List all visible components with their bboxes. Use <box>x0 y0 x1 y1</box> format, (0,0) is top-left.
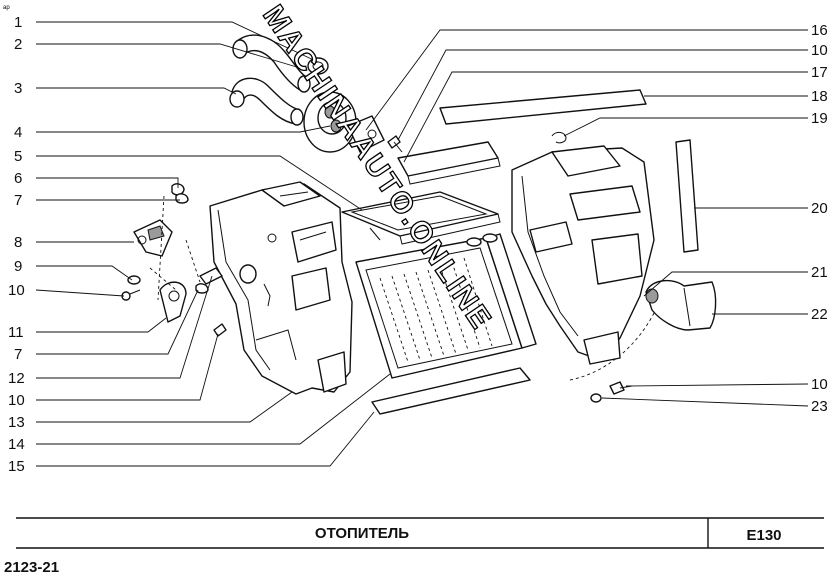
callout-15: 15 <box>8 458 25 475</box>
callout-18: 18 <box>811 88 828 105</box>
callout-2: 2 <box>14 36 22 53</box>
lever-part-8 <box>133 219 173 257</box>
callout-10: 10 <box>8 282 25 299</box>
sector-part-11 <box>159 281 187 323</box>
callout-6: 6 <box>14 170 22 187</box>
callout-14: 14 <box>8 436 25 453</box>
model-code: 2123-21 <box>4 559 59 576</box>
top-flap-part-5 <box>341 191 501 245</box>
title-block: ОТОПИТЕЛЬ Е130 2123-21 <box>4 517 824 576</box>
clip-part-19 <box>551 131 567 144</box>
seal-strip-part-20 <box>675 139 699 253</box>
heater-housing-right-part-21 <box>511 145 655 365</box>
callout-20: 20 <box>811 200 828 217</box>
screw-part-10-mid <box>213 323 227 337</box>
washer-part-23 <box>590 393 602 403</box>
clamp-part-1 <box>307 57 329 75</box>
callout-10-lower: 10 <box>8 392 25 409</box>
callout-17: 17 <box>811 64 828 81</box>
radiator-part-14 <box>355 233 537 379</box>
hose-part-3 <box>229 77 304 126</box>
seal-part-15 <box>371 367 531 415</box>
callout-1: 1 <box>14 14 22 31</box>
callout-7: 7 <box>14 192 22 209</box>
callout-21: 21 <box>811 264 828 281</box>
callout-10-right-top: 10 <box>811 42 828 59</box>
callout-16: 16 <box>811 22 828 39</box>
leader-lines <box>35 21 809 467</box>
seal-strip-part-18 <box>439 89 647 125</box>
callout-10-right: 10 <box>811 376 828 393</box>
callout-12: 12 <box>8 370 25 387</box>
flap-part-17 <box>397 141 501 185</box>
callout-22: 22 <box>811 306 828 323</box>
callout-11: 11 <box>8 324 24 341</box>
callout-8: 8 <box>14 234 22 251</box>
callout-4: 4 <box>14 124 22 141</box>
sheet-title: ОТОПИТЕЛЬ <box>315 525 409 542</box>
lever-part-12 <box>199 267 223 285</box>
heater-tap-flange-part-4 <box>303 91 385 153</box>
heater-housing-left-part-13 <box>209 181 353 395</box>
callouts-left: 1 2 3 4 5 6 7 8 9 10 11 7 12 10 13 14 15 <box>8 14 25 475</box>
callout-3: 3 <box>14 80 22 97</box>
clip-part-7-lower <box>195 283 209 294</box>
clip-part-7-top <box>175 193 189 204</box>
washer-part-9 <box>127 275 141 285</box>
outlet-part-22 <box>645 279 717 331</box>
callout-5: 5 <box>14 148 22 165</box>
callout-7-lower: 7 <box>14 346 22 363</box>
callout-9: 9 <box>14 258 22 275</box>
callout-13: 13 <box>8 414 25 431</box>
section-code: Е130 <box>746 527 781 544</box>
screw-part-10-right <box>609 381 633 395</box>
callout-19: 19 <box>811 110 828 127</box>
callouts-right: 16 10 17 18 19 20 21 22 10 23 <box>811 22 828 415</box>
clip-part-6 <box>171 183 185 196</box>
corner-mark: ap <box>3 5 10 11</box>
screw-part-10-left <box>121 289 141 301</box>
callout-23: 23 <box>811 398 828 415</box>
screw-part-16 <box>387 135 403 153</box>
